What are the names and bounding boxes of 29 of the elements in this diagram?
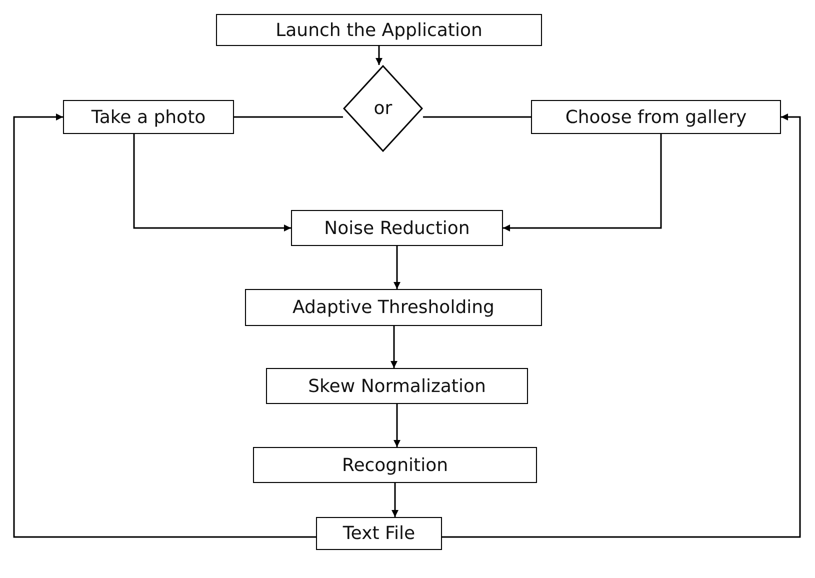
arrow [390,326,398,368]
process-box [63,100,234,134]
arrow [392,483,398,517]
arrow [133,134,291,232]
connector-line [234,116,343,118]
connector-line [423,116,531,118]
box-label: Launch the Application [276,20,482,40]
arrow [503,134,662,232]
box-label: Recognition [342,454,448,476]
arrow [13,114,316,538]
arrow [442,114,801,538]
box-label: Choose from gallery [565,106,747,128]
process-box [216,14,542,46]
arrow [394,246,400,289]
box-label: Adaptive Thresholding [292,297,494,318]
box-label: or [374,98,392,119]
arrow [376,46,382,65]
process-box [316,517,442,550]
box-label: Skew Normalization [308,376,486,396]
decision-diamond [343,65,423,152]
process-box [531,100,781,134]
process-box [291,210,503,246]
box-label: Take a photo [91,106,206,128]
arrow [394,404,400,447]
box-label: Text File [342,523,416,544]
process-box [253,447,537,483]
process-box [266,368,528,404]
box-label: Noise Reduction [324,218,470,238]
process-box [245,289,542,326]
